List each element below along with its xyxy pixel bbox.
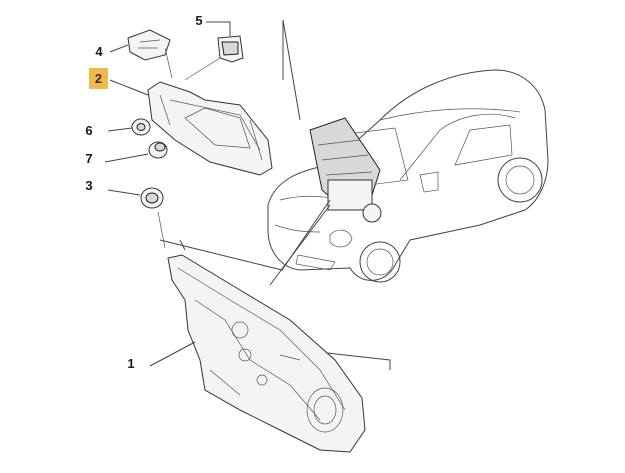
callout-6[interactable]: 6 — [85, 123, 93, 138]
callout-3[interactable]: 3 — [85, 178, 93, 193]
part-3-grommet — [107, 187, 166, 249]
part-6-grommet — [107, 118, 151, 136]
callout-7[interactable]: 7 — [85, 151, 93, 166]
callout-2[interactable]: 2 — [89, 68, 108, 89]
callout-4[interactable]: 4 — [95, 44, 103, 59]
part-5-bracket — [184, 21, 244, 81]
part-1-bulkhead-insulation — [149, 254, 366, 453]
part-4-clip — [109, 29, 173, 79]
callout-1[interactable]: 1 — [127, 356, 135, 371]
car-illustration — [267, 69, 549, 283]
part-2-insulation-panel — [109, 79, 273, 176]
part-7-plug — [104, 141, 168, 163]
callout-5[interactable]: 5 — [195, 13, 203, 28]
